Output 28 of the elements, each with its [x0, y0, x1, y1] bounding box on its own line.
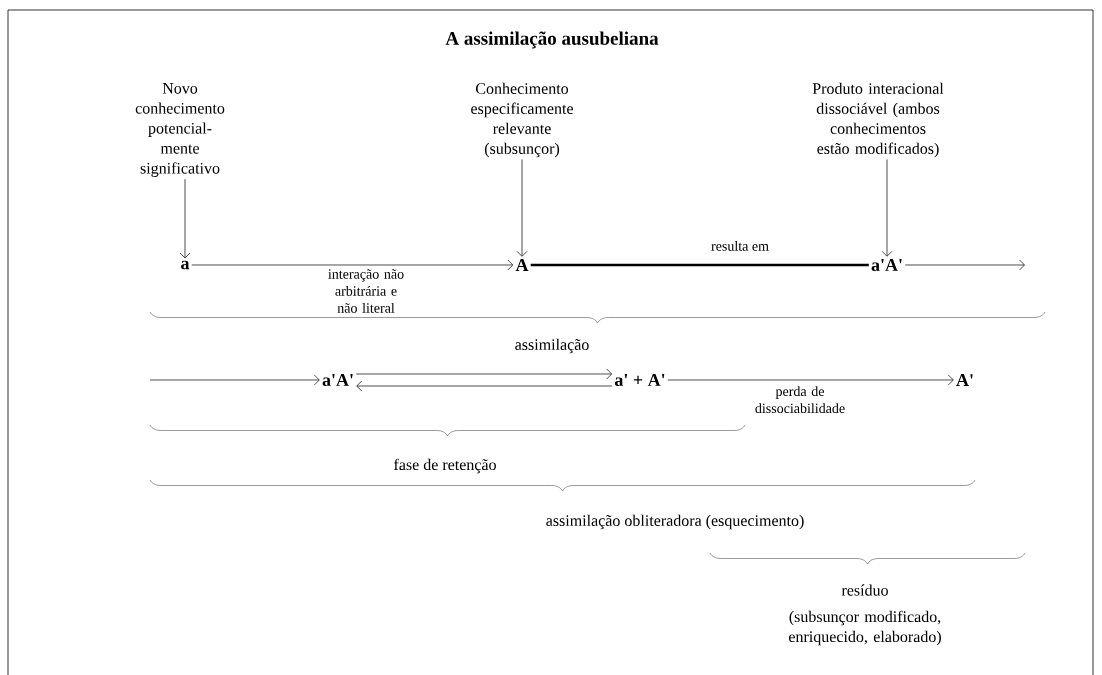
- edge-label: perda de dissociabilidade: [744, 385, 856, 415]
- concept-text: Novo conhecimento potencial- mente significativo: [135, 83, 225, 177]
- arrow: [881, 159, 893, 257]
- arrow: [904, 259, 1025, 271]
- brace-label: fase de retenção: [393, 458, 496, 474]
- brace-label: assimilação: [515, 338, 589, 354]
- brace-label: (subsunçor modificado, enriquecido, elaborado): [789, 610, 941, 646]
- edge-label: interação não arbitrária e não literal: [315, 268, 417, 314]
- concept-text: Conhecimento especificamente relevante (subsunçor): [471, 82, 573, 158]
- symbol: a' + A': [614, 373, 665, 386]
- edge-label: resulta em: [710, 239, 770, 252]
- brace-label: assimilação obliteradora (esquecimento): [546, 514, 804, 530]
- symbol: A: [515, 259, 529, 271]
- arrow: [667, 374, 954, 386]
- arrow: [191, 259, 514, 271]
- brace-label: resíduo: [841, 584, 888, 596]
- arrow: [356, 380, 613, 392]
- title: A assimilação ausubeliana: [445, 31, 659, 49]
- arrow: [149, 374, 320, 386]
- concept-text: Produto interacional dissociável (ambos conhecimentos estão modificados): [812, 82, 944, 158]
- arrow: [516, 159, 528, 257]
- symbol: a'A': [871, 258, 902, 271]
- symbol: a: [181, 260, 190, 270]
- arrow: [355, 368, 613, 380]
- line: [530, 263, 869, 267]
- arrow: [179, 178, 191, 259]
- symbol: A': [956, 374, 973, 386]
- symbol: a'A': [322, 373, 353, 386]
